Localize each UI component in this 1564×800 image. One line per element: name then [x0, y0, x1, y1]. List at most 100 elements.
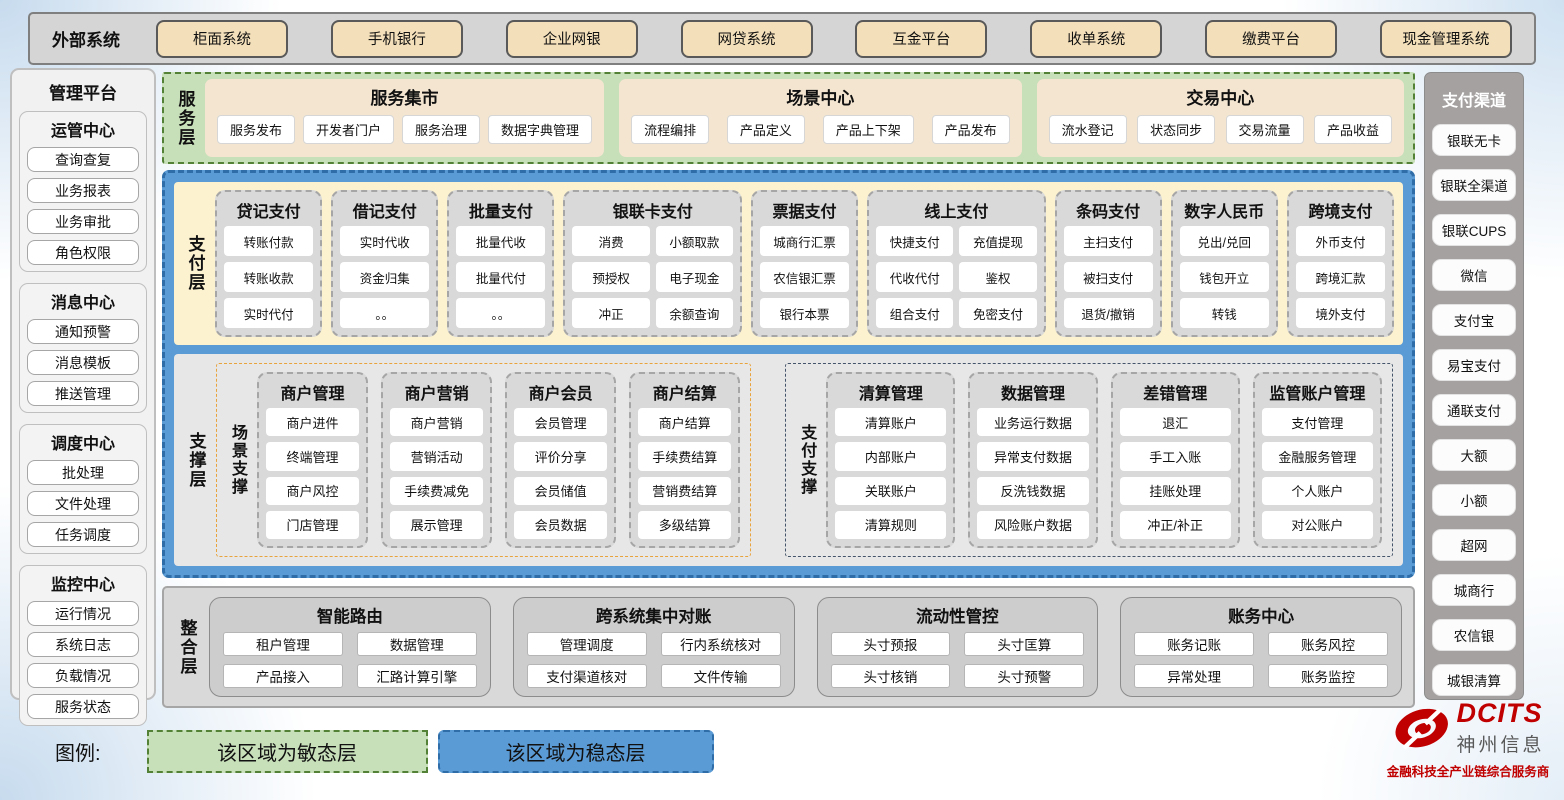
- management-item-box: 业务审批: [27, 209, 139, 234]
- support-item-box: 冲正/补正: [1119, 510, 1231, 539]
- support-group-title: 商户管理: [280, 386, 345, 403]
- management-group-title: 监控中心: [50, 577, 115, 594]
- payment-column-items: 转账付款转账收款实时代付: [224, 226, 314, 328]
- support-item-box: 营销活动: [390, 442, 484, 471]
- external-systems-bar: 外部系统 柜面系统手机银行企业网银网贷系统互金平台收单系统缴费平台现金管理系统: [28, 12, 1536, 65]
- payment-item-box: 代收代付: [876, 262, 954, 292]
- payment-column: 条码支付主扫支付被扫支付退货/撤销: [1054, 190, 1162, 337]
- integration-item-box: 租户管理: [223, 632, 343, 656]
- payment-column-title: 票据支付: [772, 204, 837, 221]
- service-item-box: 产品上下架: [822, 115, 914, 144]
- support-item-box: 会员管理: [514, 408, 608, 437]
- service-panels: 服务集市服务发布开发者门户服务治理数据字典管理场景中心流程编排产品定义产品上下架…: [205, 79, 1404, 157]
- support-group: 商户结算商户结算手续费结算营销费结算多级结算: [629, 372, 741, 548]
- payment-item-box: 电子现金: [655, 262, 733, 292]
- support-item-box: 多级结算: [638, 510, 732, 539]
- service-item-box: 服务发布: [217, 115, 296, 144]
- payment-item-box: 跨境汇款: [1295, 262, 1386, 292]
- payment-item-box: 资金归集: [340, 262, 430, 292]
- support-group: 数据管理业务运行数据异常支付数据反洗钱数据风险账户数据: [968, 372, 1098, 548]
- support-group-title: 商户会员: [528, 386, 593, 403]
- channel-box: 小额: [1432, 484, 1516, 516]
- integration-item-box: 支付渠道核对: [526, 664, 647, 688]
- integration-layer-label: 整合层: [177, 618, 197, 676]
- support-item-box: 关联账户: [835, 476, 947, 505]
- legend-stable-swatch: 该区域为稳态层: [437, 730, 714, 773]
- support-group: 差错管理退汇手工入账挂账处理冲正/补正: [1110, 372, 1240, 548]
- integration-item-box: 汇路计算引擎: [356, 664, 477, 688]
- support-item-box: 终端管理: [266, 442, 360, 471]
- payment-column: 跨境支付外币支付跨境汇款境外支付: [1286, 190, 1395, 337]
- logo-tagline: 金融科技全产业链综合服务商: [1386, 765, 1550, 779]
- service-item-box: 产品定义: [726, 115, 805, 144]
- payment-column: 票据支付城商行汇票农信银汇票银行本票: [750, 190, 859, 337]
- channel-box: 超网: [1432, 529, 1516, 561]
- payment-columns: 贷记支付转账付款转账收款实时代付借记支付实时代收资金归集。。批量支付批量代收批量…: [215, 190, 1395, 337]
- external-system-box: 互金平台: [855, 19, 988, 58]
- management-item-box: 负载情况: [27, 663, 139, 688]
- support-item-box: 手工入账: [1119, 442, 1231, 471]
- integration-item-box: 头寸核销: [830, 664, 951, 688]
- external-system-box: 手机银行: [330, 19, 463, 58]
- integration-item-box: 数据管理: [356, 632, 477, 656]
- service-item-box: 状态同步: [1137, 115, 1216, 144]
- support-item-box: 门店管理: [266, 510, 360, 539]
- support-layer-label: 支撑层: [186, 431, 206, 489]
- service-layer-label: 服务层: [175, 89, 195, 147]
- management-item-box: 任务调度: [27, 522, 139, 547]
- service-panel-title: 服务集市: [370, 89, 439, 108]
- integration-item-box: 账务监控: [1268, 664, 1388, 688]
- legend-agile-swatch: 该区域为敏态层: [146, 730, 428, 773]
- support-item-box: 营销费结算: [638, 476, 732, 505]
- payment-column-title: 贷记支付: [236, 204, 301, 221]
- support-item-box: 个人账户: [1261, 476, 1373, 505]
- support-group-title: 商户结算: [652, 386, 717, 403]
- payment-column-title: 条码支付: [1076, 204, 1141, 221]
- support-group-items: 业务运行数据异常支付数据反洗钱数据风险账户数据: [977, 408, 1089, 539]
- payment-item-box: 组合支付: [876, 298, 954, 328]
- management-group-title: 运管中心: [50, 123, 115, 140]
- payment-item-box: 境外支付: [1295, 298, 1386, 328]
- integration-item-box: 产品接入: [223, 664, 343, 688]
- service-item-box: 产品收益: [1313, 115, 1392, 144]
- payment-column: 借记支付实时代收资金归集。。: [331, 190, 439, 337]
- service-item-box: 交易流量: [1225, 115, 1304, 144]
- payment-column-items: 快捷支付充值提现代收代付鉴权组合支付免密支付: [876, 226, 1037, 328]
- service-item-box: 开发者门户: [303, 115, 395, 144]
- management-item-box: 文件处理: [27, 491, 139, 516]
- payment-column-items: 批量代收批量代付。。: [456, 226, 546, 328]
- support-item-box: 业务运行数据: [977, 408, 1089, 437]
- management-group: 消息中心通知预警消息模板推送管理: [19, 283, 147, 413]
- management-item-box: 系统日志: [27, 632, 139, 657]
- company-logo: DCITS 神州信息 金融科技全产业链综合服务商: [1378, 700, 1558, 780]
- service-panel: 场景中心流程编排产品定义产品上下架产品发布: [619, 79, 1022, 157]
- integration-panel: 账务中心账务记账账务风控异常处理账务监控: [1120, 597, 1402, 697]
- payment-column: 贷记支付转账付款转账收款实时代付: [215, 190, 323, 337]
- payment-item-box: 被扫支付: [1063, 262, 1153, 292]
- management-item-box: 业务报表: [27, 178, 139, 203]
- channel-box: 银联全渠道: [1432, 169, 1516, 201]
- management-platform-title: 管理平台: [49, 84, 117, 103]
- channel-box: 银联无卡: [1432, 124, 1516, 156]
- payment-column-items: 城商行汇票农信银汇票银行本票: [759, 226, 850, 328]
- service-item-box: 流程编排: [631, 115, 710, 144]
- support-group-title: 数据管理: [1001, 386, 1066, 403]
- legend: 图例: 该区域为敏态层 该区域为稳态层: [55, 730, 714, 773]
- payment-item-box: 退货/撤销: [1063, 298, 1153, 328]
- support-section-groups: 商户管理商户进件终端管理商户风控门店管理商户营销商户营销营销活动手续费减免展示管…: [257, 372, 741, 548]
- management-item-box: 消息模板: [27, 350, 139, 375]
- service-item-box: 数据字典管理: [488, 115, 593, 144]
- support-layer: 支撑层 场景支撑商户管理商户进件终端管理商户风控门店管理商户营销商户营销营销活动…: [174, 354, 1403, 566]
- management-group: 运管中心查询查复业务报表业务审批角色权限: [19, 111, 147, 272]
- support-section-label: 场景支撑: [229, 424, 246, 496]
- payment-column-title: 线上支付: [924, 204, 989, 221]
- management-item-box: 角色权限: [27, 240, 139, 265]
- payment-column-items: 消费小额取款预授权电子现金冲正余额查询: [572, 226, 733, 328]
- management-groups: 运管中心查询查复业务报表业务审批角色权限消息中心通知预警消息模板推送管理调度中心…: [19, 111, 147, 726]
- management-platform-panel: 管理平台 运管中心查询查复业务报表业务审批角色权限消息中心通知预警消息模板推送管…: [10, 68, 156, 726]
- channel-box: 城银清算: [1432, 664, 1516, 696]
- support-group: 商户营销商户营销营销活动手续费减免展示管理: [381, 372, 493, 548]
- payment-item-box: 冲正: [572, 298, 650, 328]
- integration-panel: 跨系统集中对账管理调度行内系统核对支付渠道核对文件传输: [512, 597, 795, 697]
